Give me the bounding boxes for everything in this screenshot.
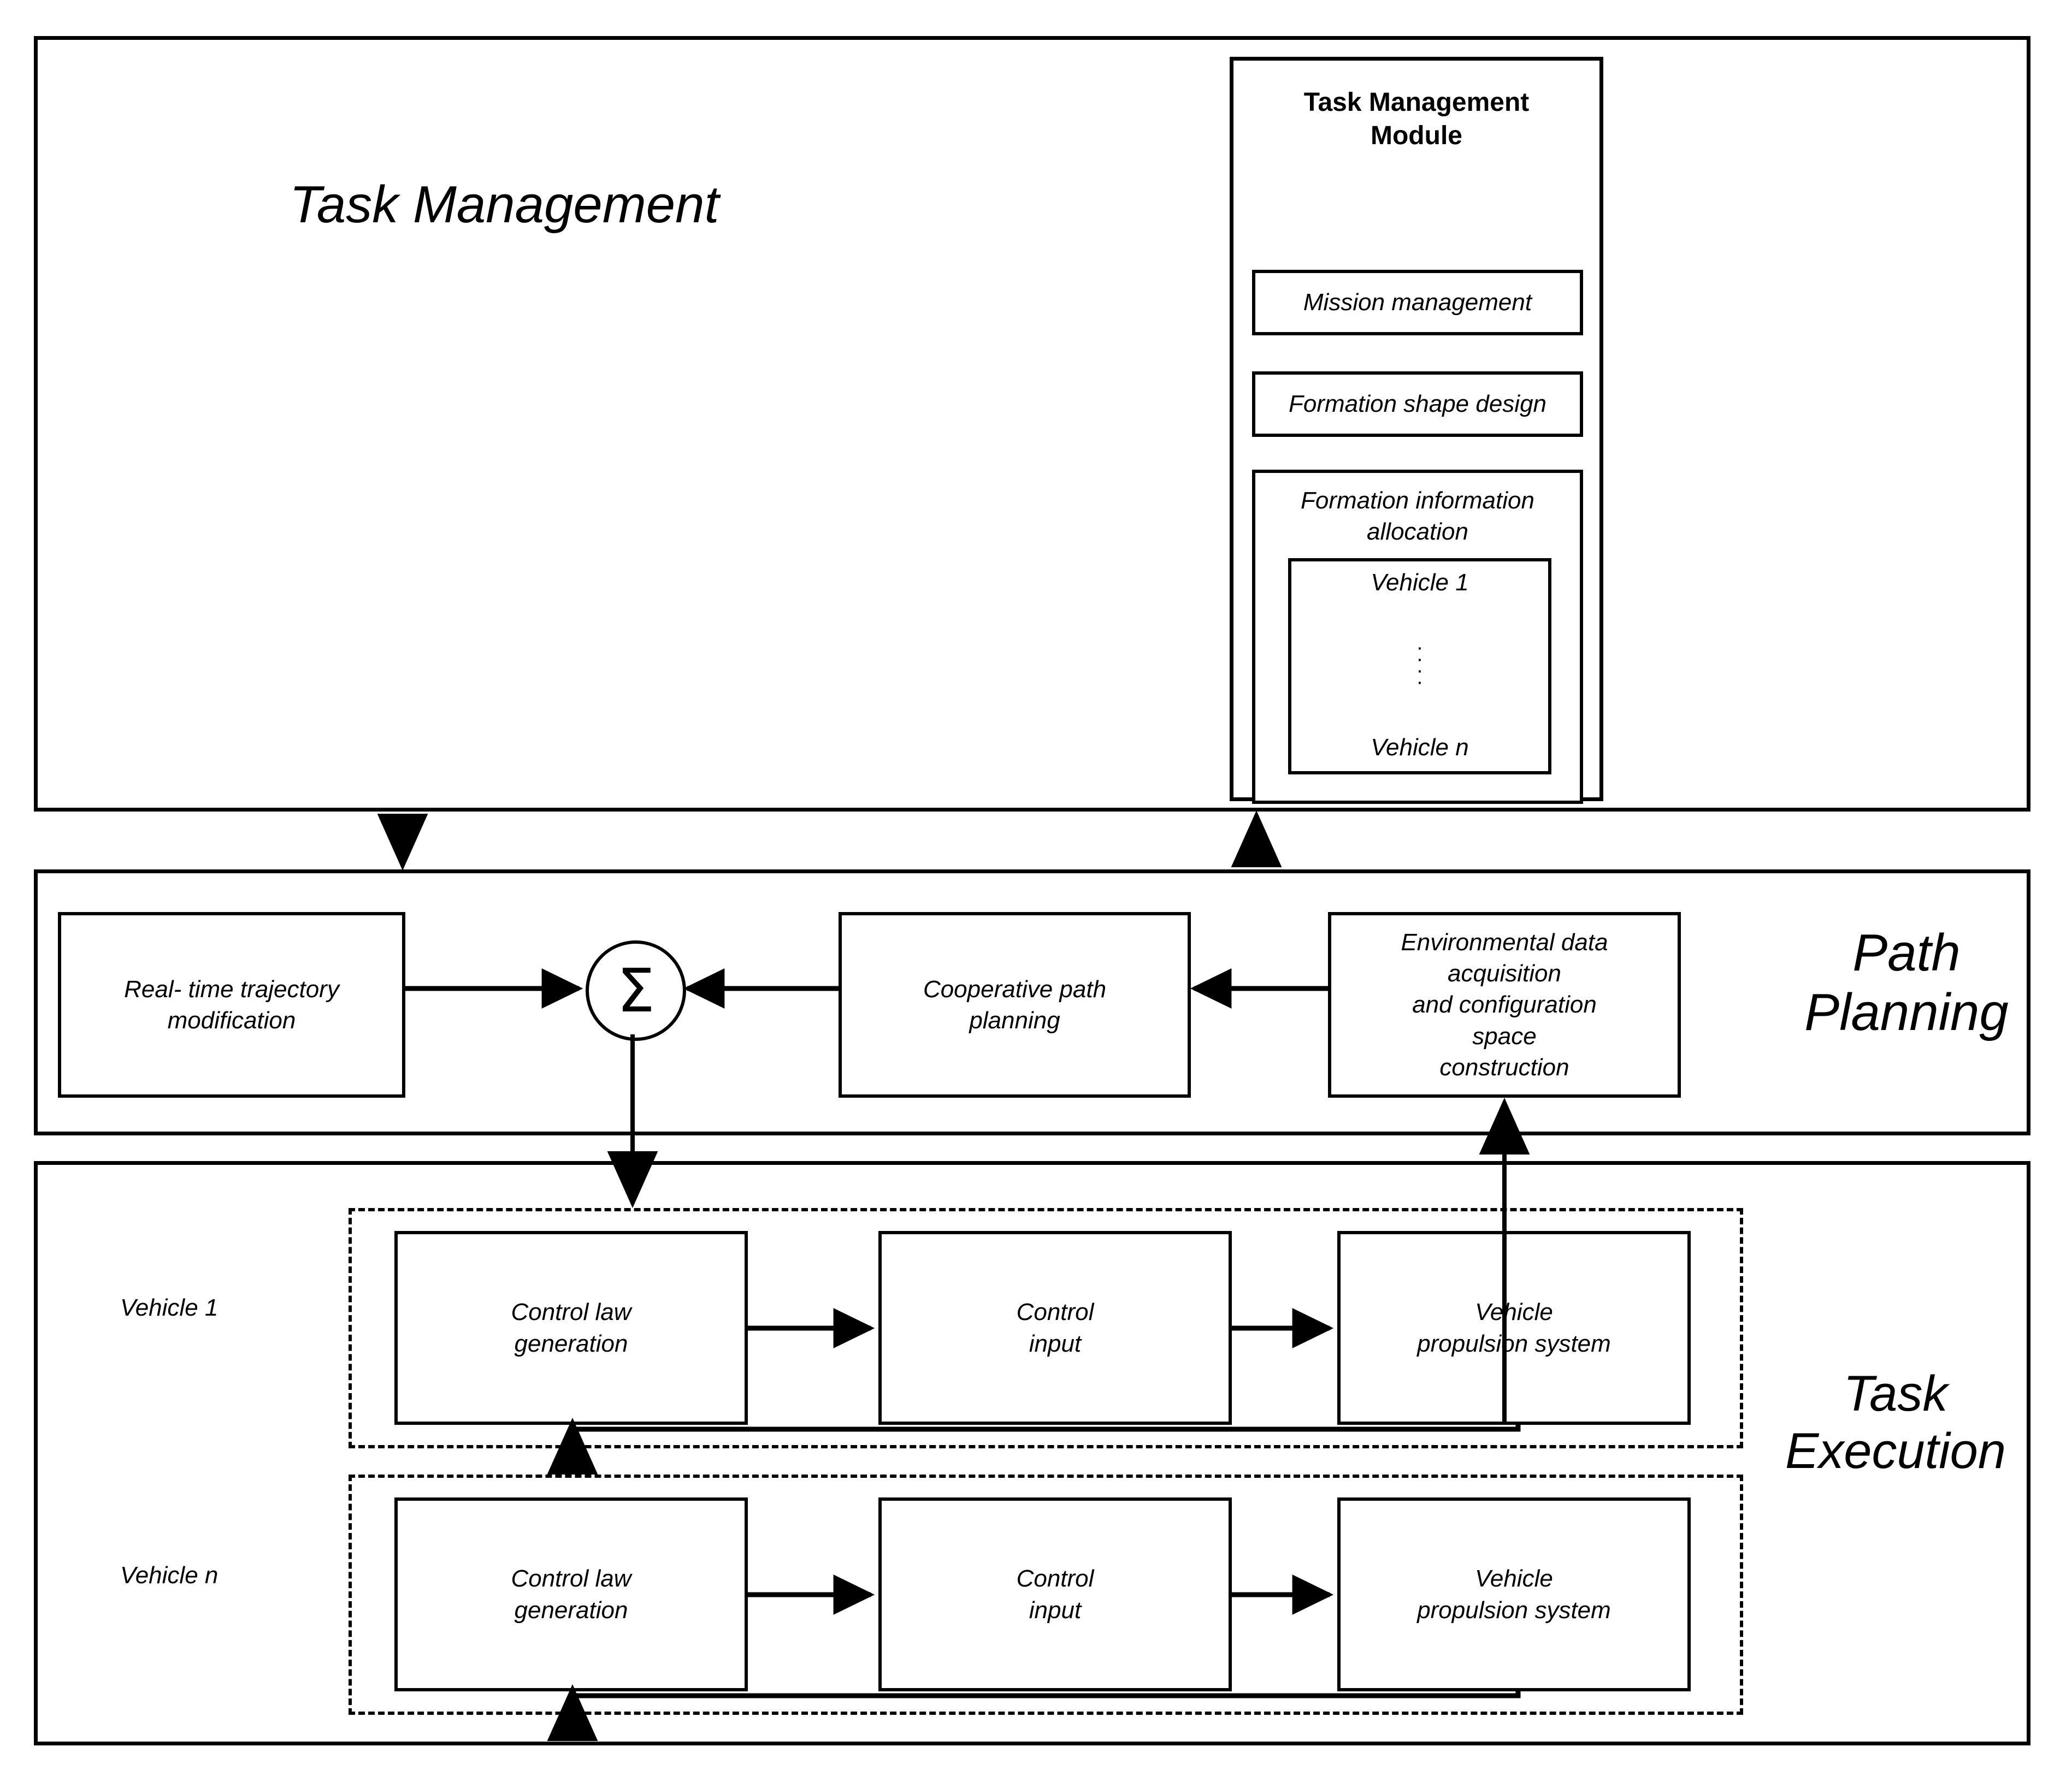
module-item-formation-shape-design[interactable]: Formation shape design — [1252, 371, 1583, 437]
ellipsis-dot: · — [1416, 648, 1424, 671]
node-control-input-vehicle-n[interactable]: Control input — [878, 1497, 1232, 1691]
module-item-mission-management[interactable]: Mission management — [1252, 270, 1583, 335]
node-environmental-data-acquisition[interactable]: Environmental data acquisition and confi… — [1328, 912, 1681, 1098]
node-vehicle-propulsion-system-vehicle-n[interactable]: Vehicle propulsion system — [1337, 1497, 1691, 1691]
path-planning-title: Path Planning — [1804, 923, 2009, 1042]
module-item-label: Formation information allocation — [1301, 487, 1534, 546]
vehicle-list-last: Vehicle n — [1371, 734, 1469, 761]
formation-allocation-vehicle-list: Vehicle 1 · · · · Vehicle n — [1288, 558, 1551, 774]
node-label: Control input — [1016, 1565, 1094, 1624]
task-execution-title: Task Execution — [1785, 1366, 2006, 1479]
node-control-input-vehicle-1[interactable]: Control input — [878, 1231, 1232, 1425]
node-label: Cooperative path planning — [923, 975, 1107, 1034]
node-label: Vehicle propulsion system — [1417, 1565, 1611, 1624]
summation-junction[interactable]: Σ — [586, 940, 686, 1041]
ellipsis-dot: · — [1416, 659, 1424, 682]
node-realtime-trajectory-modification[interactable]: Real- time trajectory modification — [58, 912, 405, 1098]
vehicle-1-row-label: Vehicle 1 — [120, 1294, 219, 1321]
ellipsis-dot: · — [1416, 636, 1424, 660]
node-label: Real- time trajectory modification — [124, 975, 339, 1034]
module-item-label: Mission management — [1303, 289, 1532, 316]
vehicle-list-first: Vehicle 1 — [1371, 569, 1469, 596]
node-control-law-generation-vehicle-n[interactable]: Control law generation — [394, 1497, 748, 1691]
vertical-ellipsis-icon: · · · · — [1416, 636, 1424, 694]
vehicle-1-group — [349, 1208, 1743, 1448]
ellipsis-dot: · — [1416, 670, 1424, 694]
node-vehicle-propulsion-system-vehicle-1[interactable]: Vehicle propulsion system — [1337, 1231, 1691, 1425]
vehicle-n-group — [349, 1475, 1743, 1715]
vehicle-n-row-label: Vehicle n — [120, 1562, 219, 1589]
node-cooperative-path-planning[interactable]: Cooperative path planning — [839, 912, 1191, 1098]
task-management-section — [34, 36, 2030, 812]
task-management-title: Task Management — [290, 175, 719, 234]
node-label: Environmental data acquisition and confi… — [1401, 929, 1608, 1081]
node-control-law-generation-vehicle-1[interactable]: Control law generation — [394, 1231, 748, 1425]
node-label: Control input — [1016, 1299, 1094, 1357]
module-item-label: Formation shape design — [1288, 390, 1547, 418]
node-label: Control law generation — [511, 1299, 631, 1357]
task-management-module-title: Task Management Module — [1303, 88, 1530, 151]
sigma-icon: Σ — [617, 956, 655, 1026]
node-label: Control law generation — [511, 1565, 631, 1624]
node-label: Vehicle propulsion system — [1417, 1299, 1611, 1357]
